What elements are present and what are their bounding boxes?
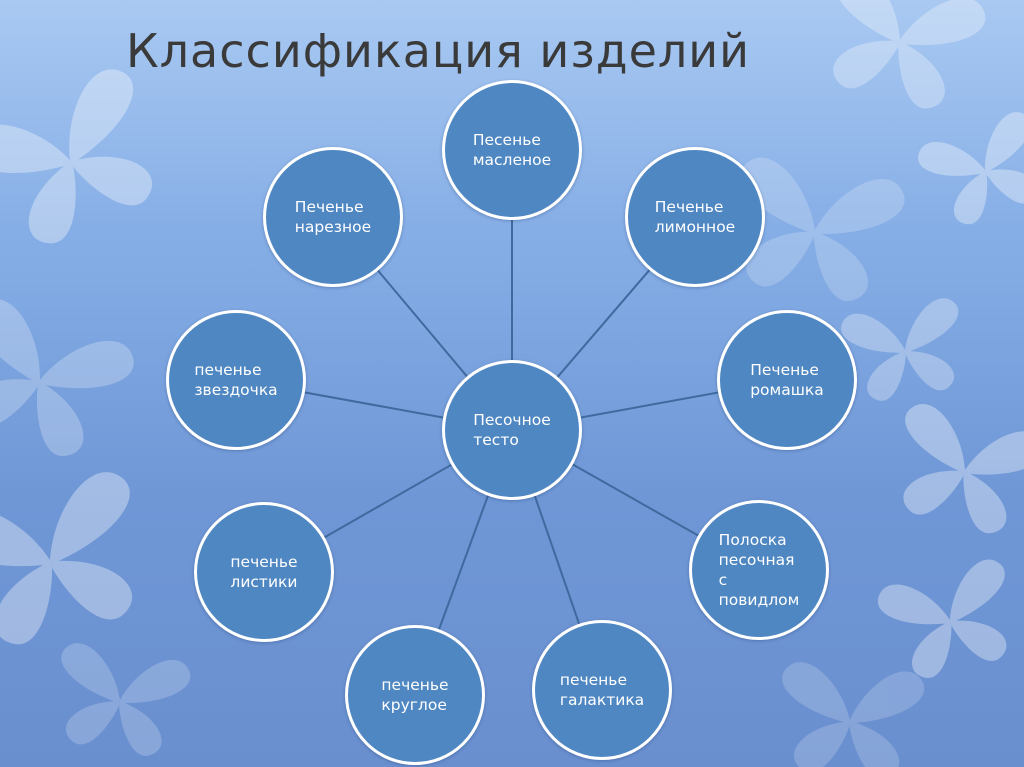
node-pechenye-krugloe-label: печенье круглое: [381, 676, 449, 714]
node-pechenye-romashka-label: Печенье ромашка: [750, 361, 824, 399]
node-poloska-pesochnaya-label: Полоска песочная с повидлом: [718, 531, 800, 609]
node-pechenye-nareznoe-label: Печенье нарезное: [294, 198, 372, 236]
node-poloska-pesochnaya: Полоска песочная с повидлом: [689, 500, 829, 640]
node-pechenye-zvezdochka-label: печенье звездочка: [194, 361, 278, 399]
node-pechenye-krugloe: печенье круглое: [345, 625, 485, 765]
node-pesenye-maslenoe: Песенье масленое: [442, 80, 582, 220]
node-pechenye-listiki-label: печенье листики: [230, 553, 298, 591]
center-node-pesochnoe-testo-label: Песочное тесто: [473, 411, 551, 449]
node-pechenye-nareznoe: Печенье нарезное: [263, 147, 403, 287]
node-pechenye-romashka: Печенье ромашка: [717, 310, 857, 450]
node-pesenye-maslenoe-label: Песенье масленое: [472, 131, 552, 169]
node-pechenye-limonnoe-label: Печенье лимонное: [654, 198, 736, 236]
node-pechenye-limonnoe: Печенье лимонное: [625, 147, 765, 287]
node-pechenye-zvezdochka: печенье звездочка: [166, 310, 306, 450]
node-pechenye-galaktika: печенье галактика: [532, 620, 672, 760]
center-node-pesochnoe-testo: Песочное тесто: [442, 360, 582, 500]
node-pechenye-galaktika-label: печенье галактика: [559, 671, 645, 709]
page-title: Классификация изделий: [126, 24, 751, 78]
node-pechenye-listiki: печенье листики: [194, 502, 334, 642]
